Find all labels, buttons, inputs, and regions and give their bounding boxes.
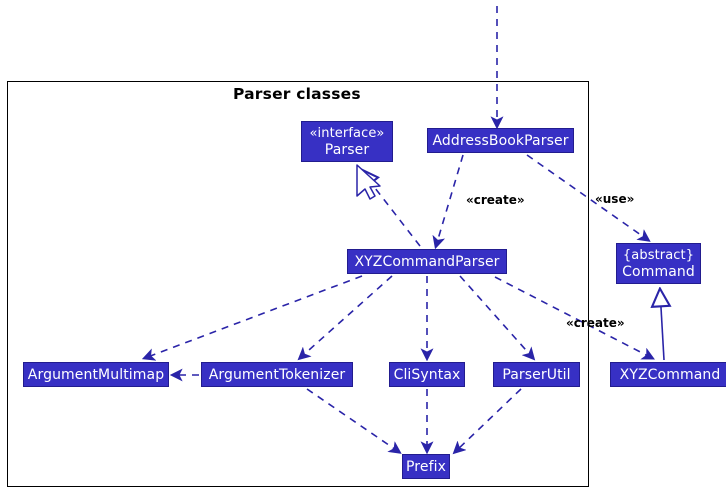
class-label-xyzcommand: XYZCommand bbox=[619, 366, 721, 383]
edge-label-create-xyzcommandparser-xyzcommand: «create» bbox=[566, 316, 625, 330]
class-label-argumentmultimap: ArgumentMultimap bbox=[27, 366, 165, 383]
class-node-prefix[interactable]: Prefix bbox=[402, 454, 450, 479]
class-label-parser: Parser bbox=[324, 141, 370, 158]
class-node-command[interactable]: {abstract} Command bbox=[616, 243, 701, 284]
edge-label-create-addressbookparser-xyzcommandparser: «create» bbox=[466, 193, 525, 207]
class-label-argumenttokenizer: ArgumentTokenizer bbox=[208, 366, 346, 383]
class-label-addressbookparser: AddressBookParser bbox=[432, 132, 569, 149]
class-label-xyzcommandparser: XYZCommandParser bbox=[354, 253, 500, 270]
class-node-argumentmultimap[interactable]: ArgumentMultimap bbox=[23, 362, 169, 387]
class-label-clisyntax: CliSyntax bbox=[393, 366, 461, 383]
edge-xyzcommand-extends-command bbox=[660, 290, 664, 361]
class-label-prefix: Prefix bbox=[406, 458, 446, 475]
class-stereotype-command: {abstract} bbox=[622, 247, 695, 263]
package-title: Parser classes bbox=[233, 85, 361, 103]
edge-label-use-addressbookparser-command: «use» bbox=[595, 192, 635, 206]
class-node-addressbookparser[interactable]: AddressBookParser bbox=[427, 128, 574, 153]
class-node-argumenttokenizer[interactable]: ArgumentTokenizer bbox=[201, 362, 353, 387]
class-stereotype-parser: «interface» bbox=[309, 125, 385, 141]
class-label-command: Command bbox=[622, 263, 695, 280]
class-node-clisyntax[interactable]: CliSyntax bbox=[389, 362, 465, 387]
class-node-parser[interactable]: «interface» Parser bbox=[301, 121, 393, 162]
class-node-xyzcommandparser[interactable]: XYZCommandParser bbox=[347, 249, 507, 274]
class-label-parserutil: ParserUtil bbox=[502, 366, 571, 383]
class-node-xyzcommand[interactable]: XYZCommand bbox=[610, 362, 726, 387]
class-node-parserutil[interactable]: ParserUtil bbox=[493, 362, 580, 387]
